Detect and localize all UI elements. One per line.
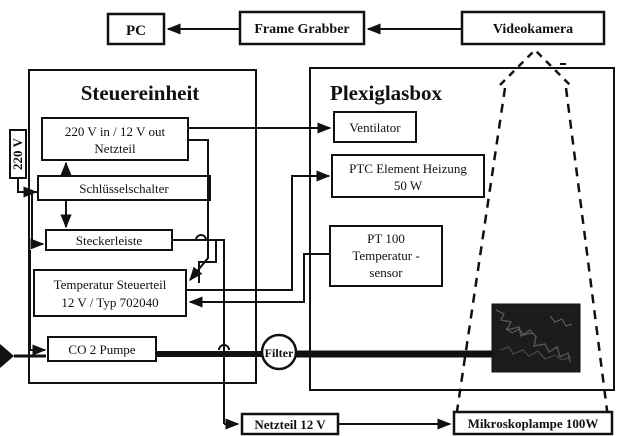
netzteil-12v-box: Netzteil 12 V (242, 414, 338, 434)
steckerleiste-box: Steckerleiste (46, 230, 172, 250)
filter-element: Filter (262, 335, 296, 369)
pt100-line3: sensor (369, 265, 403, 280)
videokamera-box: Videokamera (462, 12, 604, 44)
schluesselschalter-box: Schlüsselschalter (38, 176, 210, 200)
specimen-image (492, 304, 580, 372)
steckerleiste-label: Steckerleiste (76, 233, 143, 248)
pc-box: PC (108, 14, 164, 44)
ptc-element-line1: PTC Element Heizung (349, 161, 467, 176)
supply-line (18, 178, 36, 192)
netzteil-box: 220 V in / 12 V out Netzteil (42, 118, 188, 160)
ventilator-box: Ventilator (334, 112, 416, 142)
plexiglasbox-title: Plexiglasbox (330, 81, 443, 105)
netzteil-label-line1: 220 V in / 12 V out (65, 124, 166, 139)
frame-grabber-label: Frame Grabber (254, 22, 349, 37)
filter-label: Filter (265, 346, 294, 360)
temperatur-steuerteil-box: Temperatur Steuerteil 12 V / Typ 702040 (34, 270, 186, 316)
pt100-line2: Temperatur - (352, 248, 419, 263)
ptc-element-box: PTC Element Heizung 50 W (332, 155, 484, 197)
supply-220v-label-box: 220 V (10, 130, 26, 178)
co2-inlet-arrow-icon (0, 344, 14, 368)
pt100-sensor-box: PT 100 Temperatur - sensor (330, 226, 442, 286)
ventilator-label: Ventilator (349, 120, 401, 135)
co2-pumpe-box: CO 2 Pumpe (48, 337, 156, 361)
temperatur-steuerteil-line2: 12 V / Typ 702040 (61, 295, 158, 310)
temperatur-steuerteil-line1: Temperatur Steuerteil (54, 277, 167, 292)
arrow-netzteil-to-temp (188, 140, 208, 280)
videokamera-label: Videokamera (493, 22, 573, 37)
co2-pumpe-label: CO 2 Pumpe (68, 342, 135, 357)
steuereinheit-title: Steuereinheit (81, 81, 200, 105)
frame-grabber-box: Frame Grabber (240, 12, 364, 44)
netzteil-12v-label: Netzteil 12 V (254, 417, 326, 432)
netzteil-label-line2: Netzteil (94, 141, 136, 156)
mikroskoplampe-box: Mikroskoplampe 100W (454, 412, 612, 434)
mikroskoplampe-label: Mikroskoplampe 100W (468, 416, 599, 431)
ptc-element-line2: 50 W (394, 178, 423, 193)
schluesselschalter-label: Schlüsselschalter (79, 181, 169, 196)
pc-label: PC (126, 23, 146, 39)
supply-220v-label: 220 V (10, 137, 25, 170)
pt100-line1: PT 100 (367, 231, 405, 246)
